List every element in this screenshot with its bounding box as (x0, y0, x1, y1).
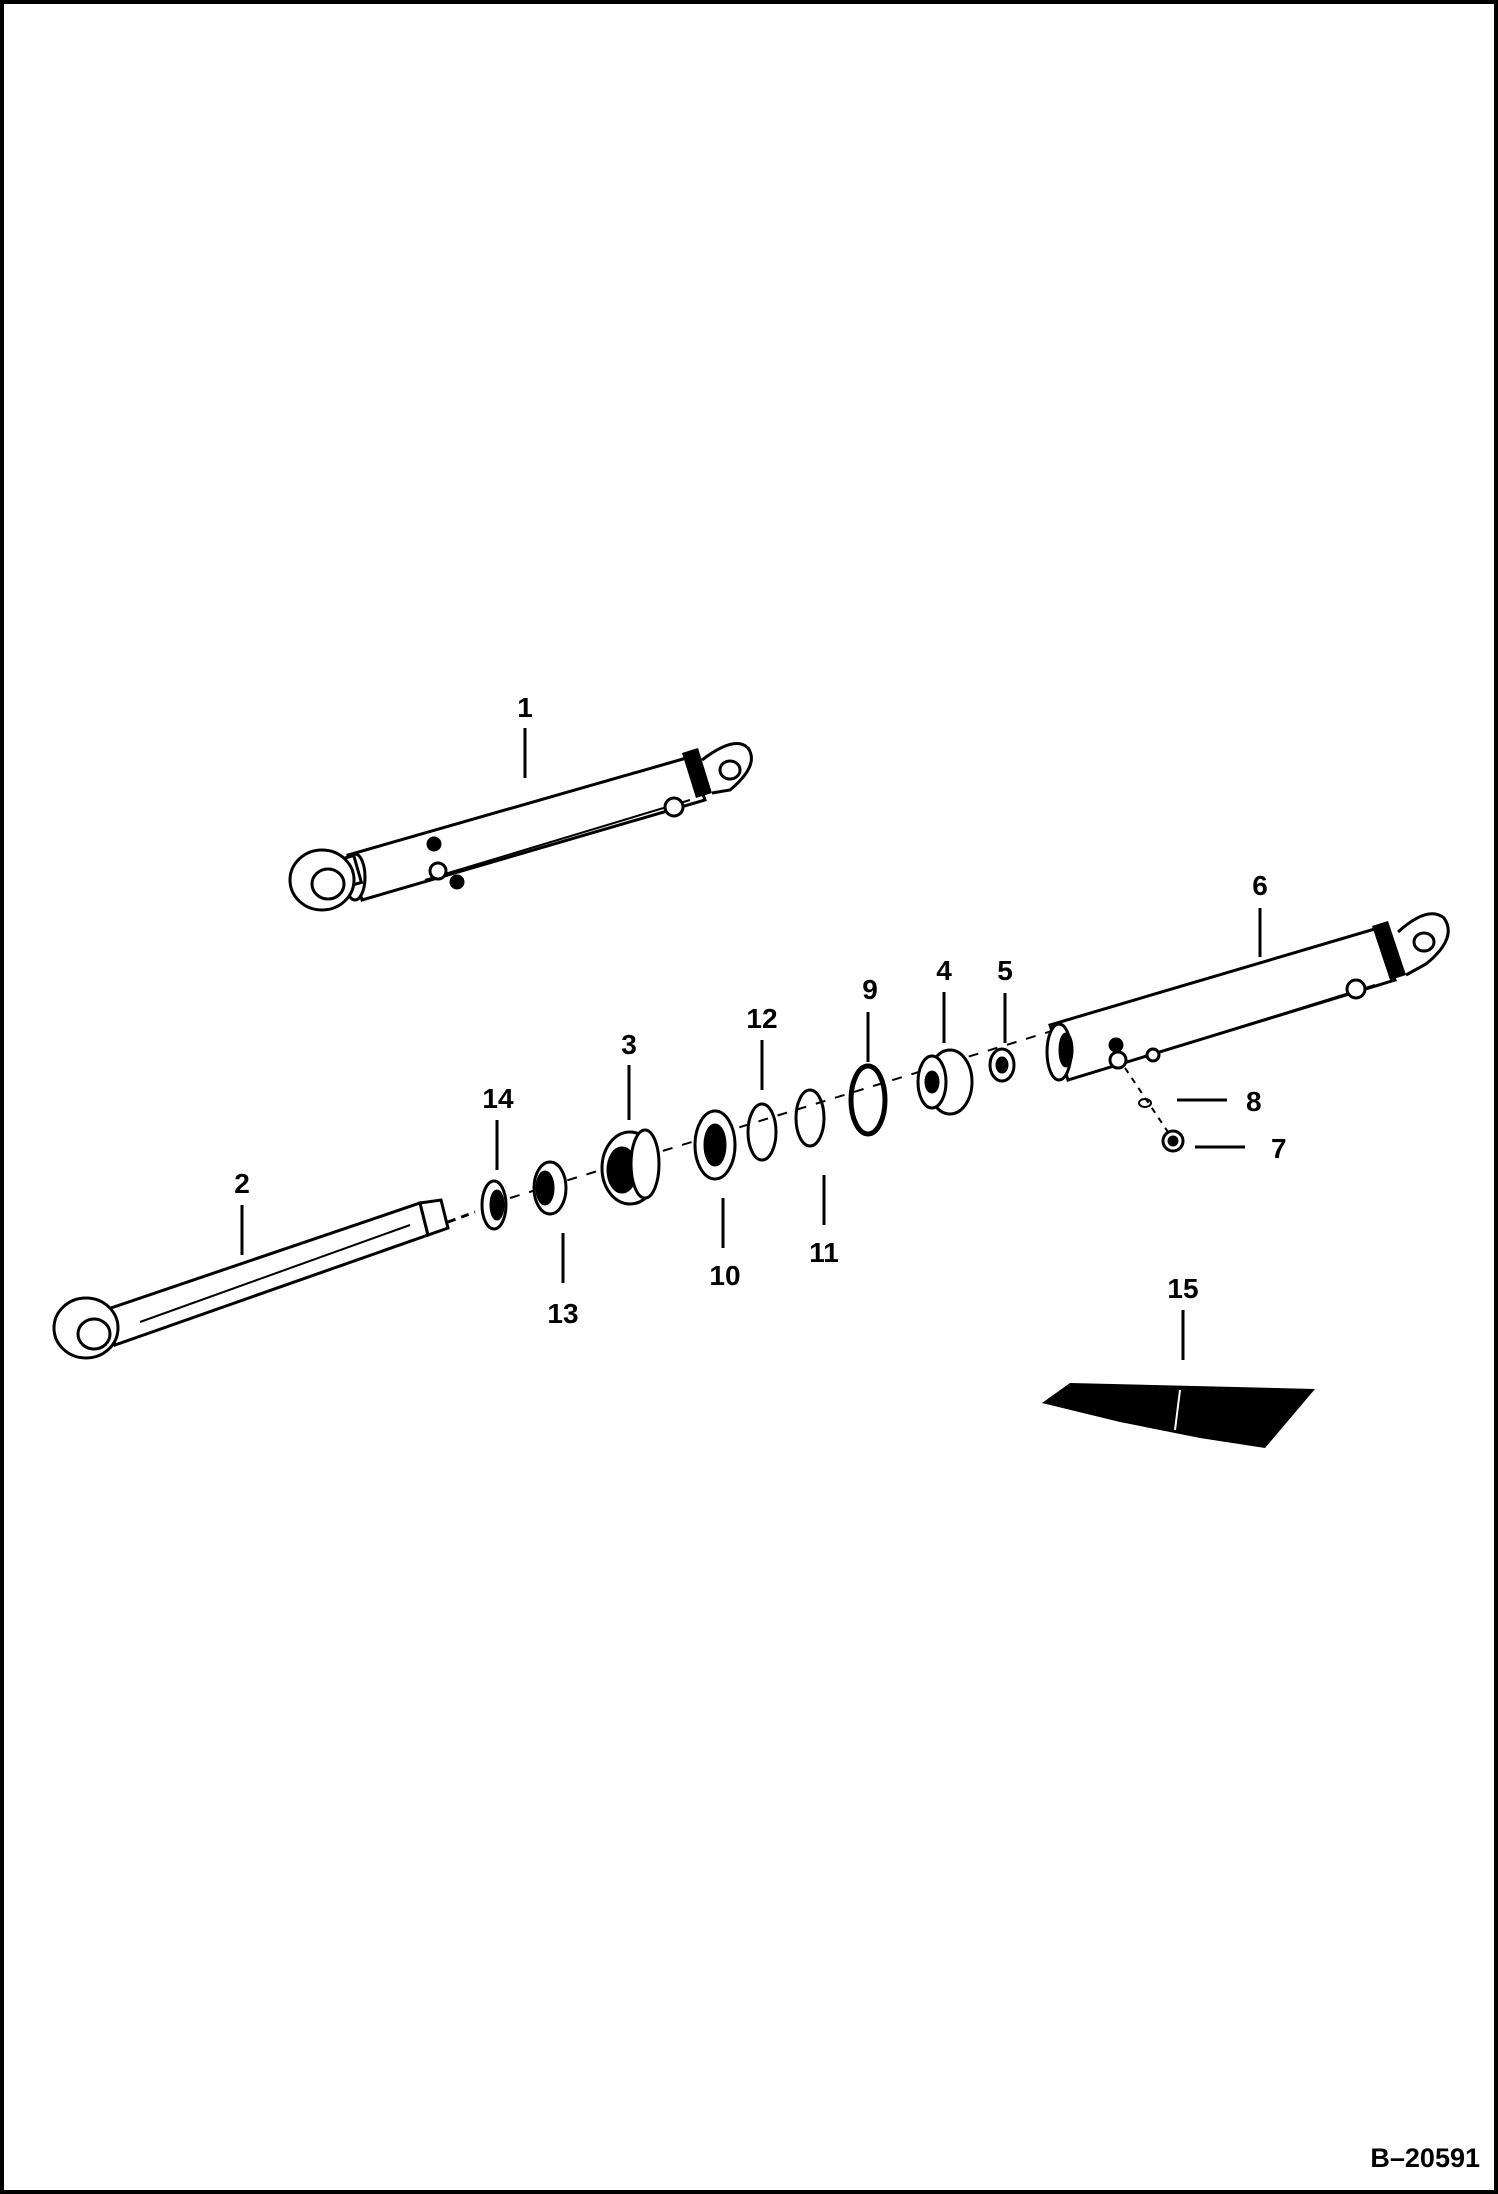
leader-lines (240, 728, 1262, 1360)
part-11-backup-ring (794, 1088, 826, 1148)
callout-14: 14 (482, 1083, 514, 1114)
callout-8: 8 (1246, 1086, 1262, 1117)
part-5-nut (988, 1047, 1016, 1083)
callout-2: 2 (234, 1168, 250, 1199)
callout-13: 13 (547, 1298, 578, 1329)
callout-15: 15 (1167, 1273, 1198, 1304)
callout-1: 1 (517, 692, 533, 723)
callout-12: 12 (746, 1003, 777, 1034)
callout-11: 11 (809, 1237, 839, 1268)
callout-7: 7 (1271, 1133, 1287, 1164)
part-12-o-ring (746, 1102, 778, 1162)
callout-4: 4 (936, 955, 952, 986)
part-3-head (600, 1128, 661, 1206)
part-14-wear-ring (480, 1179, 508, 1231)
part-10-ring (693, 1109, 737, 1181)
barrel (1045, 912, 1450, 1082)
callout-5: 5 (997, 955, 1013, 986)
part-9-seal (848, 1063, 888, 1137)
drawing-number: B–20591 (1370, 2143, 1480, 2173)
rod (52, 1198, 476, 1360)
part-13-seal (532, 1160, 568, 1216)
part-4-piston (916, 1048, 974, 1116)
assembly-centerline (509, 1029, 1056, 1199)
fitting-centerline (1124, 1067, 1169, 1133)
callout-6: 6 (1252, 870, 1268, 901)
seal-kit-bag (1042, 1383, 1315, 1448)
callout-3: 3 (621, 1029, 637, 1060)
callout-10: 10 (709, 1260, 740, 1291)
assembled-cylinder (288, 742, 753, 912)
callout-9: 9 (862, 974, 878, 1005)
part-7-fitting (1161, 1129, 1185, 1153)
part-8-o-ring (1138, 1098, 1152, 1108)
